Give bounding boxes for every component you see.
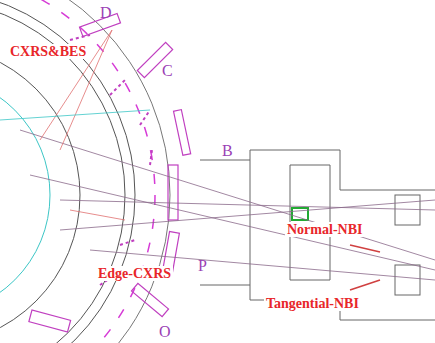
port-label: C xyxy=(160,62,175,80)
diagnostic-label: Edge-CXRS xyxy=(96,266,173,281)
port-label: O xyxy=(157,323,173,341)
diagnostic-label: CXRS&BES xyxy=(8,44,88,59)
port-label: P xyxy=(196,257,209,275)
beam-label: Tangential-NBI xyxy=(264,296,361,311)
port-label: B xyxy=(220,142,235,160)
beam-label: Normal-NBI xyxy=(285,222,364,237)
port-label: D xyxy=(98,4,114,22)
